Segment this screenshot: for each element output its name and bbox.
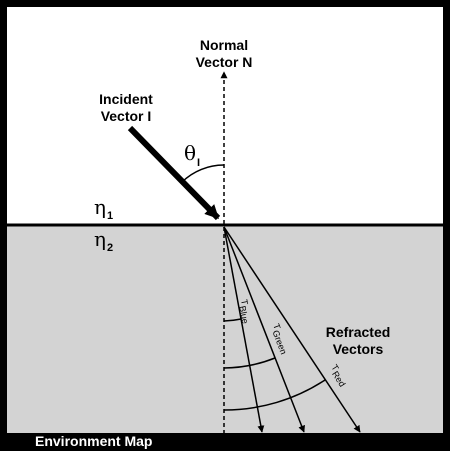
arc-green [223, 357, 276, 369]
incident-label-line1: Incident [99, 91, 153, 107]
upper-medium [7, 7, 443, 225]
theta-subscript: I [197, 157, 200, 169]
eta2-symbol: η [94, 227, 106, 251]
refracted-label-line2: Vectors [333, 341, 384, 357]
t-blue-sub: Blue [237, 305, 250, 325]
refracted-vector-red [223, 226, 361, 433]
theta-symbol: θ [184, 141, 196, 165]
arc-red [223, 379, 326, 411]
incident-vector [127, 125, 221, 221]
incident-label-line2: Vector I [101, 108, 152, 124]
theta-arc [181, 164, 225, 183]
refracted-label-line1: Refracted [326, 324, 391, 340]
t-blue-t: T [239, 298, 250, 306]
lower-medium [7, 225, 443, 433]
normal-label-line1: Normal [200, 37, 248, 53]
arc-blue [223, 318, 242, 322]
t-blue-label: T Blue [237, 298, 250, 325]
eta1-symbol: η [94, 195, 106, 219]
footer-title: Environment Map [35, 433, 152, 449]
refracted-vector-blue [223, 226, 265, 433]
t-green-t: T [271, 322, 282, 331]
eta1-subscript: 1 [107, 210, 113, 222]
normal-label-line2: Vector N [196, 54, 253, 70]
eta2-subscript: 2 [107, 242, 113, 254]
t-red-t: T [329, 363, 341, 373]
